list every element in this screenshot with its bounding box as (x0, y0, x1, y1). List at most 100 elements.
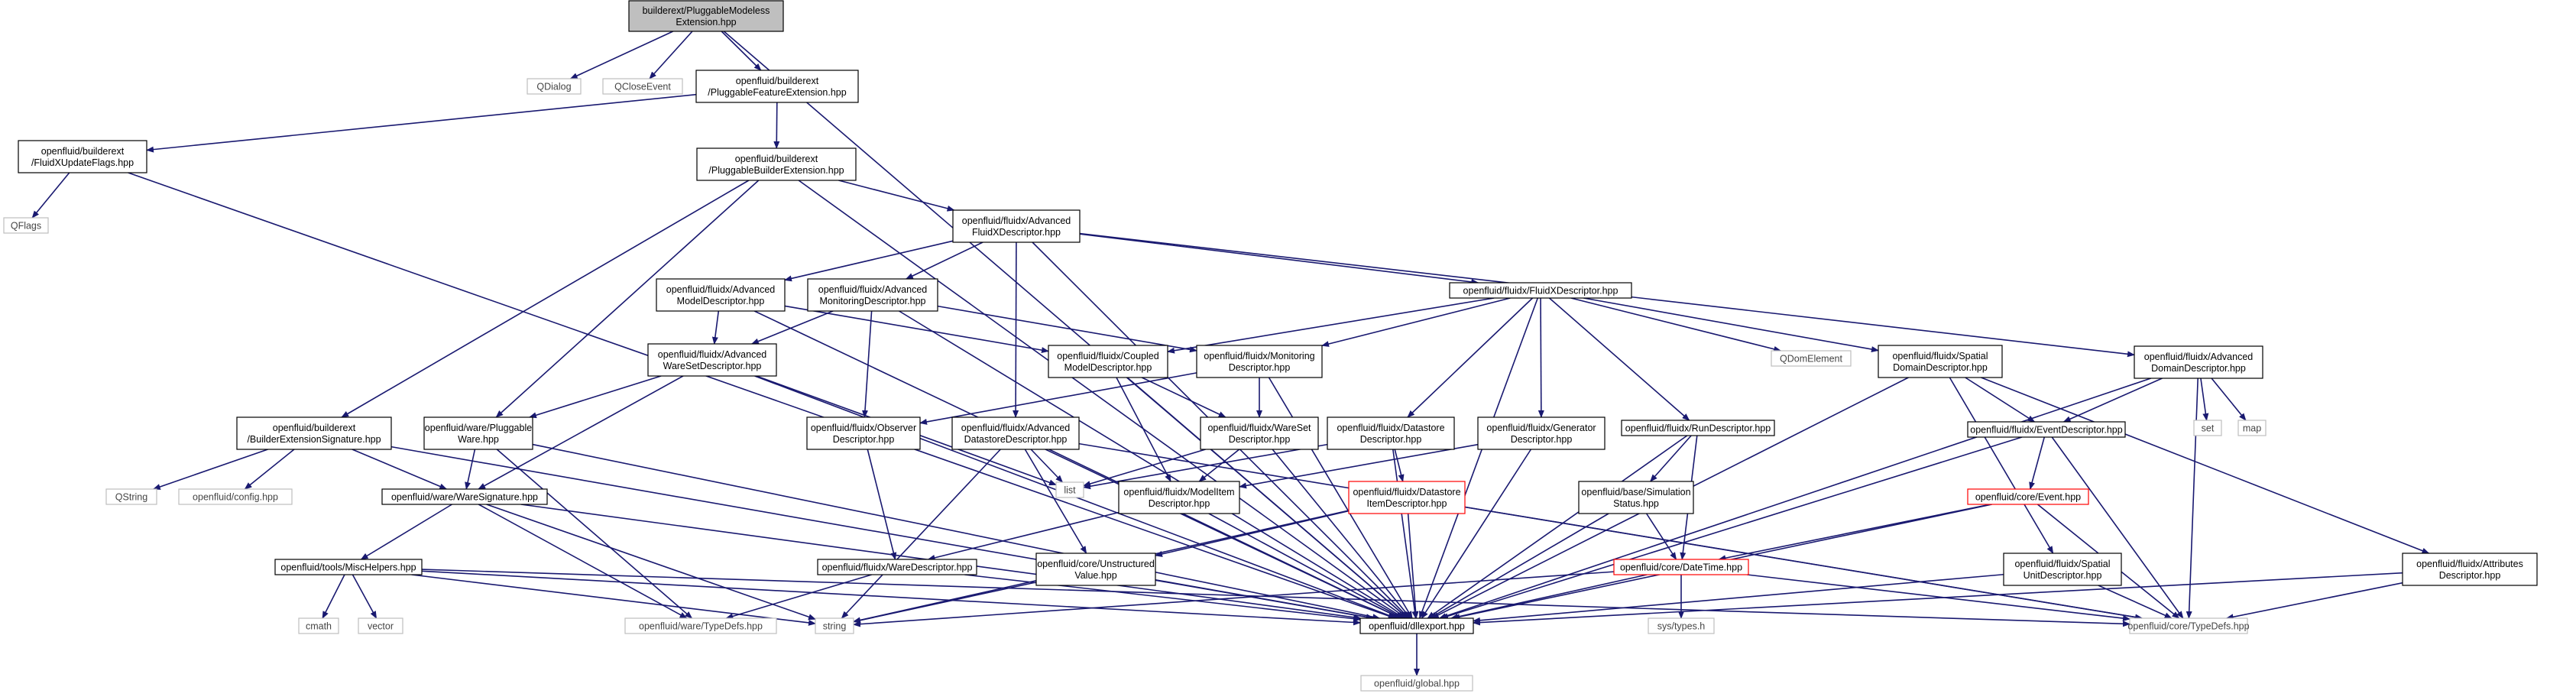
edge-dt-to-dllexport (1450, 574, 1648, 620)
node-box (647, 343, 777, 377)
node-qcloseevent: QCloseEvent (602, 78, 683, 95)
node-root[interactable]: builderext/PluggableModelessExtension.hp… (628, 0, 784, 32)
node-box (1967, 421, 2126, 438)
node-mond[interactable]: openfluid/fluidx/MonitoringDescriptor.hp… (1196, 345, 1323, 378)
edge-rd-to-dllexport (1427, 435, 1688, 619)
node-dsd[interactable]: openfluid/fluidx/DatastoreDescriptor.hpp (1327, 416, 1455, 450)
node-label: QFlags (11, 221, 41, 232)
edge-sdd-to-sud (1949, 377, 2054, 554)
node-label: Descriptor.hpp (2439, 570, 2501, 581)
node-bes[interactable]: openfluid/builderext/BuilderExtensionSig… (236, 416, 392, 450)
edge-awsd-to-ws (478, 375, 684, 490)
edge-sud-to-ctd (2098, 585, 2173, 619)
node-dllexport[interactable]: openfluid/dllexport.hpp (1359, 617, 1474, 634)
edge-mh-to-ctd (421, 569, 2130, 627)
node-atd[interactable]: openfluid/fluidx/AttributesDescriptor.hp… (2402, 553, 2538, 586)
node-label: openfluid/ware/Pluggable (425, 423, 532, 433)
node-wd[interactable]: openfluid/fluidx/WareDescriptor.hpp (817, 559, 977, 575)
edge-cmd-to-mid (1116, 377, 1171, 482)
node-ed[interactable]: openfluid/fluidx/EventDescriptor.hpp (1967, 421, 2126, 438)
node-sdd[interactable]: openfluid/fluidx/SpatialDomainDescriptor… (1878, 345, 2003, 378)
edge-ws-to-mh (360, 504, 452, 560)
node-fxuf[interactable]: openfluid/builderext/FluidXUpdateFlags.h… (18, 140, 147, 173)
node-label: openfluid/tools/MiscHelpers.hpp (280, 562, 416, 573)
node-label: Descriptor.hpp (1149, 498, 1210, 509)
edge-dsd-to-dllexport (1392, 449, 1418, 619)
node-ws[interactable]: openfluid/ware/WareSignature.hpp (381, 488, 548, 505)
node-dsid[interactable]: openfluid/fluidx/DatastoreItemDescriptor… (1348, 481, 1466, 514)
node-label: openfluid/base/Simulation (1581, 487, 1690, 497)
node-wsd[interactable]: openfluid/fluidx/WareSetDescriptor.hpp (1200, 416, 1319, 450)
edge-fxd-to-sdd (1583, 297, 1879, 352)
edge-ws-to-wtd (478, 504, 688, 619)
edge-pbe-to-afxd (838, 180, 955, 212)
node-mh[interactable]: openfluid/tools/MiscHelpers.hpp (274, 559, 423, 575)
node-fxd[interactable]: openfluid/fluidx/FluidXDescriptor.hpp (1449, 282, 1632, 299)
node-systypes: sys/types.h (1648, 617, 1715, 634)
node-config: openfluid/config.hpp (178, 488, 293, 505)
node-label: QString (115, 492, 147, 503)
edge-sdd-to-atd (1981, 377, 2430, 554)
node-event[interactable]: openfluid/core/Event.hpp (1967, 488, 2089, 505)
nodes-layer: builderext/PluggableModelessExtension.hp… (3, 0, 2538, 692)
node-label: vector (368, 621, 394, 632)
node-box (298, 617, 339, 634)
node-global: openfluid/global.hpp (1360, 675, 1473, 692)
node-label: openfluid/config.hpp (193, 492, 278, 503)
node-amd[interactable]: openfluid/fluidx/AdvancedModelDescriptor… (656, 278, 786, 312)
node-label: openfluid/ware/TypeDefs.hpp (639, 621, 763, 632)
node-pbe[interactable]: openfluid/builderext/PluggableBuilderExt… (696, 147, 857, 181)
node-pfe[interactable]: openfluid/builderext/PluggableFeatureExt… (695, 70, 859, 103)
edge-gd-to-mid (1239, 443, 1479, 489)
node-label: MonitoringDescriptor.hpp (820, 296, 926, 306)
node-label: openfluid/fluidx/Spatial (2014, 559, 2110, 569)
node-label: openfluid/dllexport.hpp (1369, 621, 1465, 632)
node-amond[interactable]: openfluid/fluidx/AdvancedMonitoringDescr… (807, 278, 938, 312)
node-adsd[interactable]: openfluid/fluidx/AdvancedDatastoreDescri… (951, 416, 1080, 450)
node-cmath: cmath (298, 617, 339, 634)
edge-pfe-to-pbe (773, 102, 780, 149)
edge-add-to-map (2211, 378, 2247, 421)
edge-wd-to-wtd (725, 574, 872, 620)
edge-fxuf-to-qflags (31, 172, 70, 219)
edge-event-to-dt (1718, 504, 1991, 562)
node-rd[interactable]: openfluid/fluidx/RunDescriptor.hpp (1621, 420, 1775, 436)
node-label: openfluid/fluidx/WareSet (1207, 423, 1311, 433)
node-label: Descriptor.hpp (1229, 362, 1291, 373)
edge-afxd-to-fxd (1079, 233, 1479, 285)
edge-dsd-to-dsid (1394, 449, 1405, 482)
node-sud[interactable]: openfluid/fluidx/SpatialUnitDescriptor.h… (2003, 553, 2122, 586)
node-label: ModelDescriptor.hpp (677, 296, 765, 306)
node-awsd[interactable]: openfluid/fluidx/AdvancedWareSetDescript… (647, 343, 777, 377)
node-label: ModelDescriptor.hpp (1064, 362, 1152, 373)
edge-bes-to-config (244, 449, 295, 490)
node-label: openfluid/fluidx/ModelItem (1123, 487, 1234, 497)
edge-pw-to-dllexport (532, 443, 1381, 621)
node-dt[interactable]: openfluid/core/DateTime.hpp (1613, 559, 1749, 575)
edge-fxd-to-cmd (1167, 297, 1495, 354)
node-label: QCloseEvent (614, 82, 671, 92)
node-box (1771, 350, 1852, 367)
node-box (1196, 345, 1323, 378)
node-box (358, 617, 403, 634)
edge-pw-to-ws (465, 449, 476, 490)
node-label: openfluid/builderext (273, 423, 356, 433)
node-afxd[interactable]: openfluid/fluidx/AdvancedFluidXDescripto… (952, 209, 1081, 243)
node-cmd[interactable]: openfluid/fluidx/CoupledModelDescriptor.… (1048, 345, 1168, 378)
node-label: /FluidXUpdateFlags.hpp (31, 157, 134, 168)
node-box (1621, 420, 1775, 436)
edge-add-to-ed (2062, 378, 2163, 423)
node-add[interactable]: openfluid/fluidx/AdvancedDomainDescripto… (2134, 345, 2263, 379)
node-label: openfluid/fluidx/EventDescriptor.hpp (1970, 425, 2122, 436)
node-box (817, 559, 977, 575)
node-label: openfluid/fluidx/RunDescriptor.hpp (1625, 423, 1771, 434)
node-label: openfluid/fluidx/Attributes (2416, 559, 2523, 569)
node-label: builderext/PluggableModeless (643, 5, 770, 16)
edge-mh-to-vector (352, 574, 377, 619)
